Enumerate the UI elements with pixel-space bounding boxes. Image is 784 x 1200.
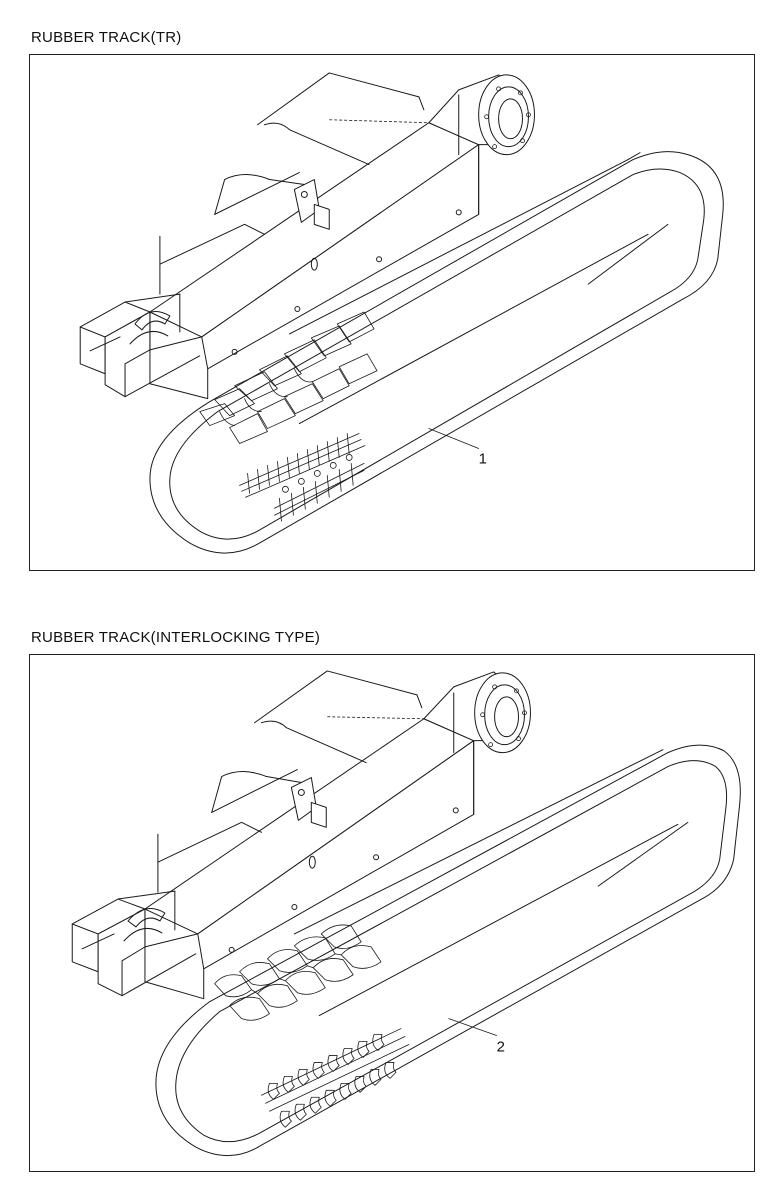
diagram-1-title: RUBBER TRACK(TR) <box>31 29 182 46</box>
callout-number-1: 1 <box>479 450 487 467</box>
track-frame-2 <box>71 670 531 1000</box>
diagram-1-frame: 1 <box>29 54 755 571</box>
rubber-track-belt-2 <box>155 744 741 1157</box>
rubber-track-tr-illustration: 1 <box>79 72 724 554</box>
rubber-track-interlocking-illustration: 2 <box>71 670 741 1157</box>
callout-number-2: 2 <box>497 1038 505 1055</box>
diagram-2-frame: 2 <box>29 654 755 1172</box>
rubber-track-belt-1 <box>149 151 724 554</box>
diagram-2-title: RUBBER TRACK(INTERLOCKING TYPE) <box>31 629 321 646</box>
track-frame-1 <box>79 72 535 400</box>
